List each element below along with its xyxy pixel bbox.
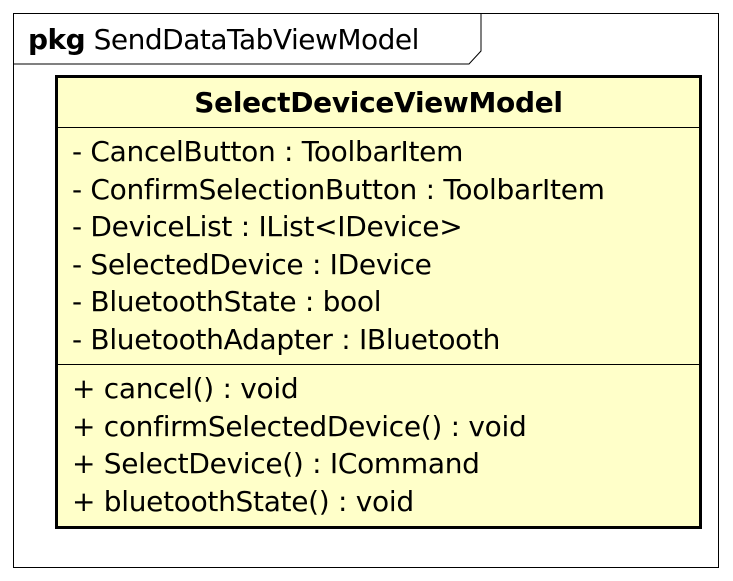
operation-item: + bluetoothState() : void [72, 484, 414, 518]
class-box: SelectDeviceViewModel - CancelButton : T… [55, 75, 702, 529]
attribute-item: - SelectedDevice : IDevice [72, 247, 432, 281]
package-keyword: pkg [28, 23, 86, 56]
operation-item: + cancel() : void [72, 372, 299, 405]
operation-item: + confirmSelectedDevice() : void [72, 409, 527, 443]
package-tab: pkg SendDataTabViewModel [14, 14, 484, 65]
attribute-item: - CancelButton : ToolbarItem [72, 135, 464, 168]
attribute-item: - ConfirmSelectionButton : ToolbarItem [72, 172, 605, 206]
class-name: SelectDeviceViewModel [58, 78, 699, 128]
package-frame: pkg SendDataTabViewModel [13, 13, 719, 568]
package-name: SendDataTabViewModel [93, 23, 420, 56]
attributes-compartment: - CancelButton : ToolbarItem - ConfirmSe… [58, 128, 699, 365]
operation-item: + SelectDevice() : ICommand [72, 447, 480, 481]
attribute-item: - BluetoothState : bool [72, 285, 382, 319]
operations-compartment: + cancel() : void + confirmSelectedDevic… [58, 365, 699, 524]
package-label: pkg SendDataTabViewModel [28, 24, 419, 56]
package-tab-outline [14, 14, 482, 65]
attribute-item: - BluetoothAdapter : IBluetooth [72, 322, 501, 356]
attribute-item: - DeviceList : IList<IDevice> [72, 210, 463, 244]
